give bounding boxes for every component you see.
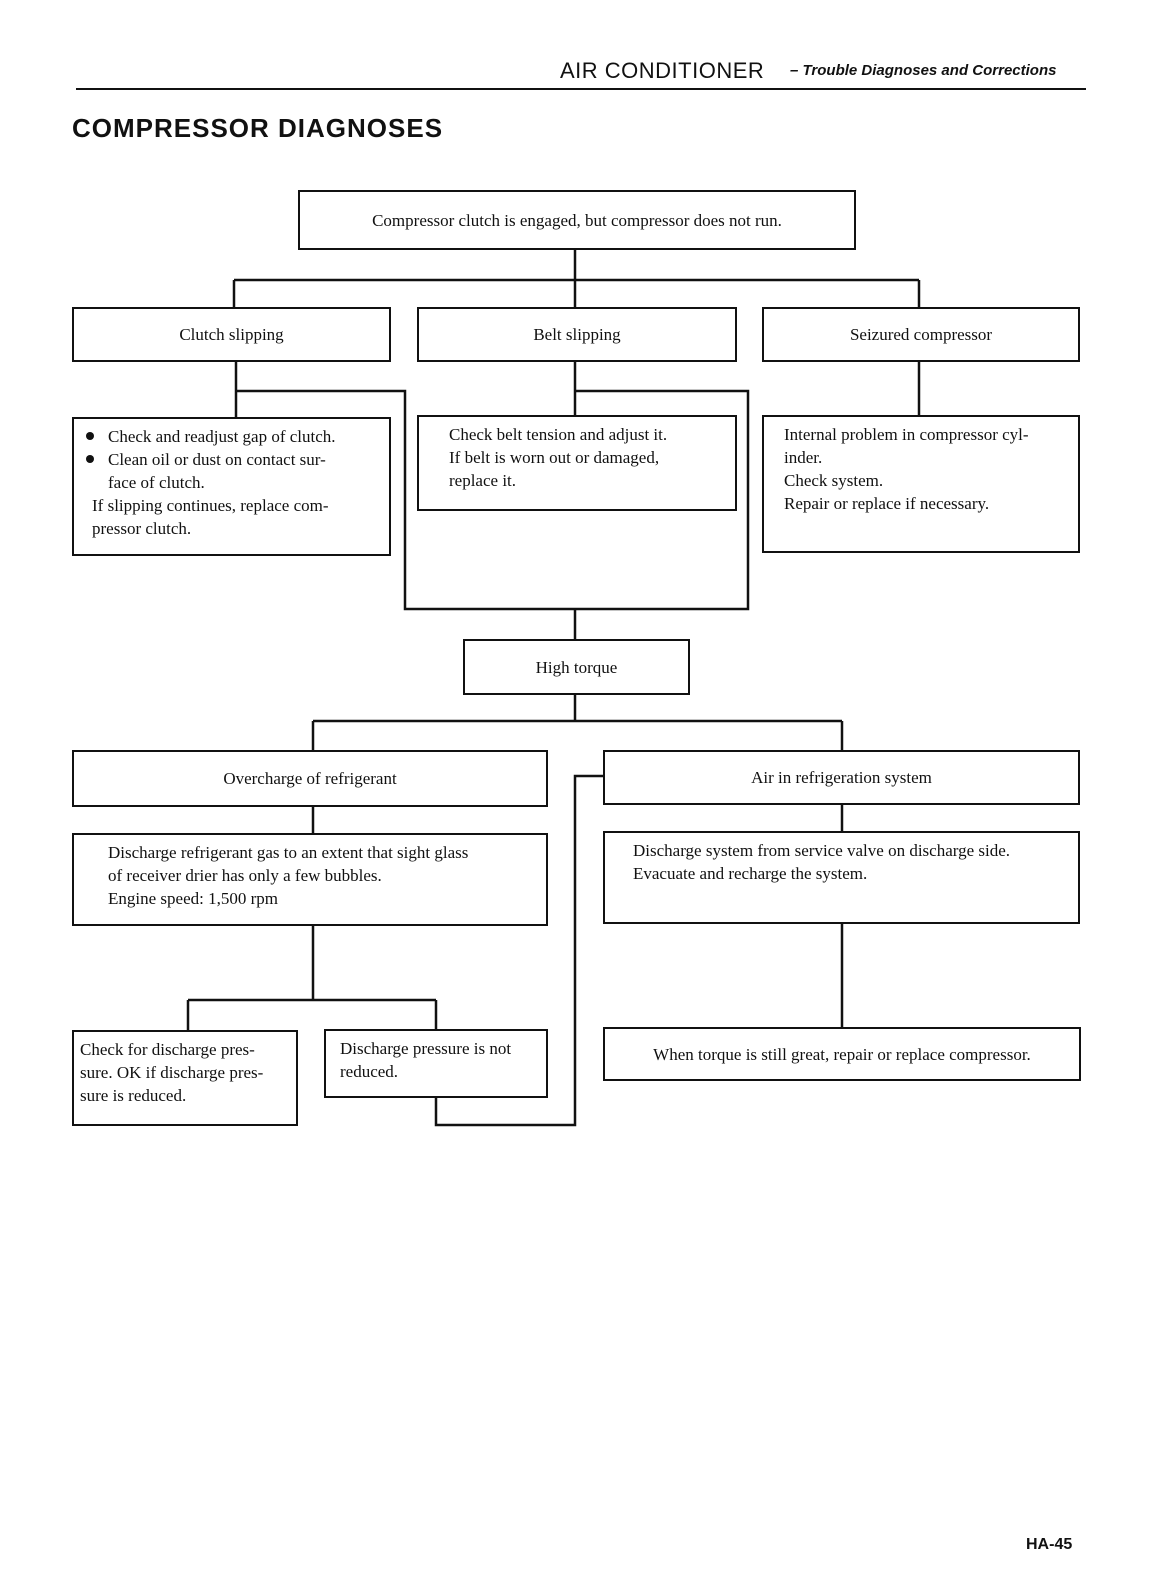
section-header: AIR CONDITIONER — [560, 58, 764, 84]
overcharge-box: Overcharge of refrigerant — [72, 750, 548, 807]
seized-compressor-box: Seizured compressor — [762, 307, 1080, 362]
overcharge-action-line-1: Discharge refrigerant gas to an extent t… — [108, 843, 469, 862]
seized-action-line-2: inder. — [784, 448, 823, 467]
root-problem-box: Compressor clutch is engaged, but compre… — [298, 190, 856, 250]
belt-action-box: Check belt tension and adjust it. If bel… — [417, 415, 737, 511]
not-reduced-box: Discharge pressure is not reduced. — [324, 1029, 548, 1098]
belt-action-line-2: If belt is worn out or damaged, — [449, 448, 660, 467]
air-in-system-label: Air in refrigeration system — [751, 768, 932, 787]
overcharge-action-line-3: Engine speed: 1,500 rpm — [108, 889, 278, 908]
seized-compressor-label: Seizured compressor — [849, 325, 993, 344]
high-torque-label: High torque — [535, 657, 618, 677]
belt-slipping-box: Belt slipping — [417, 307, 737, 362]
seized-action-line-4: Repair or replace if necessary. — [784, 494, 990, 513]
overcharge-label: Overcharge of refrigerant — [223, 769, 397, 788]
seized-action-box: Internal problem in compressor cyl- inde… — [762, 415, 1080, 553]
clutch-bullet-2-cont: face of clutch. — [108, 473, 205, 492]
clutch-bullet-1: Check and readjust gap of clutch. — [80, 425, 381, 448]
overcharge-action-box: Discharge refrigerant gas to an extent t… — [72, 833, 548, 926]
header-dash: – — [790, 62, 799, 79]
clutch-slipping-label: Clutch slipping — [179, 325, 284, 344]
final-action-label: When torque is still great, repair or re… — [653, 1044, 1031, 1064]
bullet-icon — [86, 432, 94, 440]
air-in-system-box: Air in refrigeration system — [603, 750, 1080, 805]
belt-action-line-1: Check belt tension and adjust it. — [449, 425, 668, 444]
check-pressure-box: Check for discharge pres- sure. OK if di… — [72, 1030, 298, 1126]
seized-action-line-1: Internal problem in compressor cyl- — [784, 425, 1029, 444]
subsection-title: Trouble Diagnoses and Corrections — [802, 62, 1057, 79]
belt-slipping-label: Belt slipping — [533, 325, 621, 344]
check-pressure-line-1: Check for discharge pres- — [80, 1040, 255, 1059]
high-torque-box: High torque — [463, 639, 690, 695]
page-number: HA-45 — [1026, 1536, 1073, 1553]
check-pressure-line-3: sure is reduced. — [80, 1086, 187, 1105]
clutch-action-line-1: If slipping continues, replace com- — [92, 496, 329, 515]
air-action-line-2: Evacuate and recharge the system. — [633, 864, 868, 883]
belt-action-line-3: replace it. — [449, 471, 517, 490]
clutch-bullet-2: Clean oil or dust on contact sur- — [80, 448, 381, 471]
clutch-bullet-2-text: Clean oil or dust on contact sur- — [108, 450, 326, 469]
clutch-bullet-1-text: Check and readjust gap of clutch. — [108, 427, 336, 446]
seized-action-line-3: Check system. — [784, 471, 884, 490]
check-pressure-line-2: sure. OK if discharge pres- — [80, 1063, 264, 1082]
air-action-line-1: Discharge system from service valve on d… — [633, 841, 1011, 860]
air-action-box: Discharge system from service valve on d… — [603, 831, 1080, 924]
subsection-header: – Trouble Diagnoses and Corrections — [790, 62, 1056, 79]
header-rule — [76, 88, 1086, 90]
clutch-action-box: Check and readjust gap of clutch. Clean … — [72, 417, 391, 556]
section-title: AIR CONDITIONER — [560, 58, 765, 83]
clutch-action-line-2: pressor clutch. — [92, 519, 192, 538]
page-title: COMPRESSOR DIAGNOSES — [72, 113, 444, 143]
overcharge-action-line-2: of receiver drier has only a few bubbles… — [108, 866, 382, 885]
clutch-slipping-box: Clutch slipping — [72, 307, 391, 362]
not-reduced-line-2: reduced. — [340, 1062, 399, 1081]
not-reduced-line-1: Discharge pressure is not — [340, 1039, 512, 1058]
final-action-box: When torque is still great, repair or re… — [603, 1027, 1081, 1081]
bullet-icon — [86, 455, 94, 463]
root-problem-text: Compressor clutch is engaged, but compre… — [372, 210, 782, 230]
